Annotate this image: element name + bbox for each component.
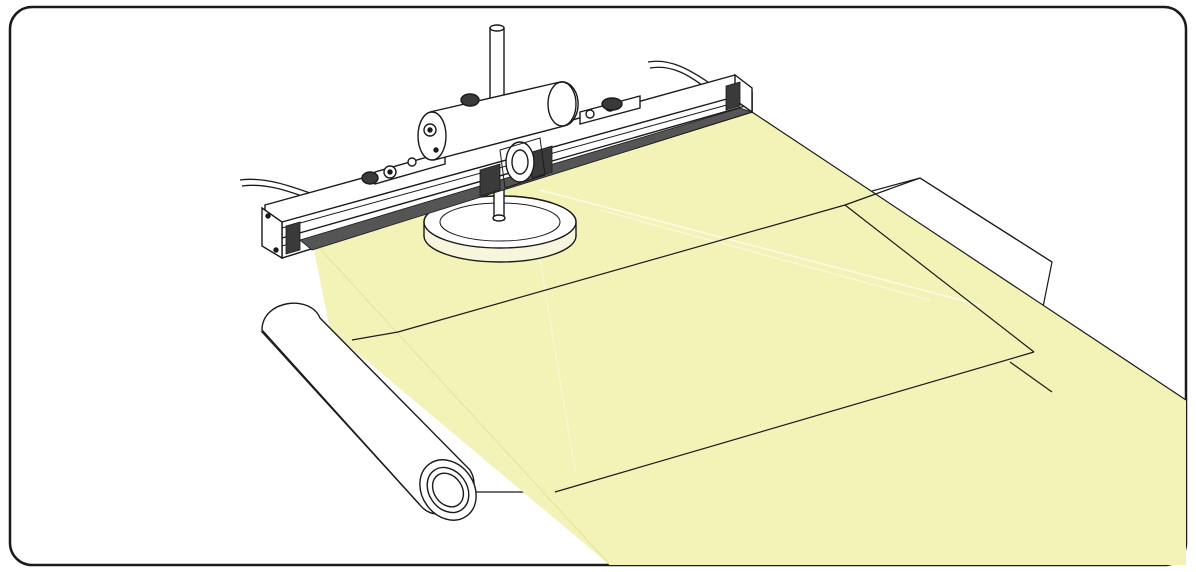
- mount-clamp: [417, 81, 579, 189]
- base-disc: [423, 195, 577, 263]
- film-sheet-edges: [351, 177, 1053, 493]
- film-roll: [261, 302, 477, 521]
